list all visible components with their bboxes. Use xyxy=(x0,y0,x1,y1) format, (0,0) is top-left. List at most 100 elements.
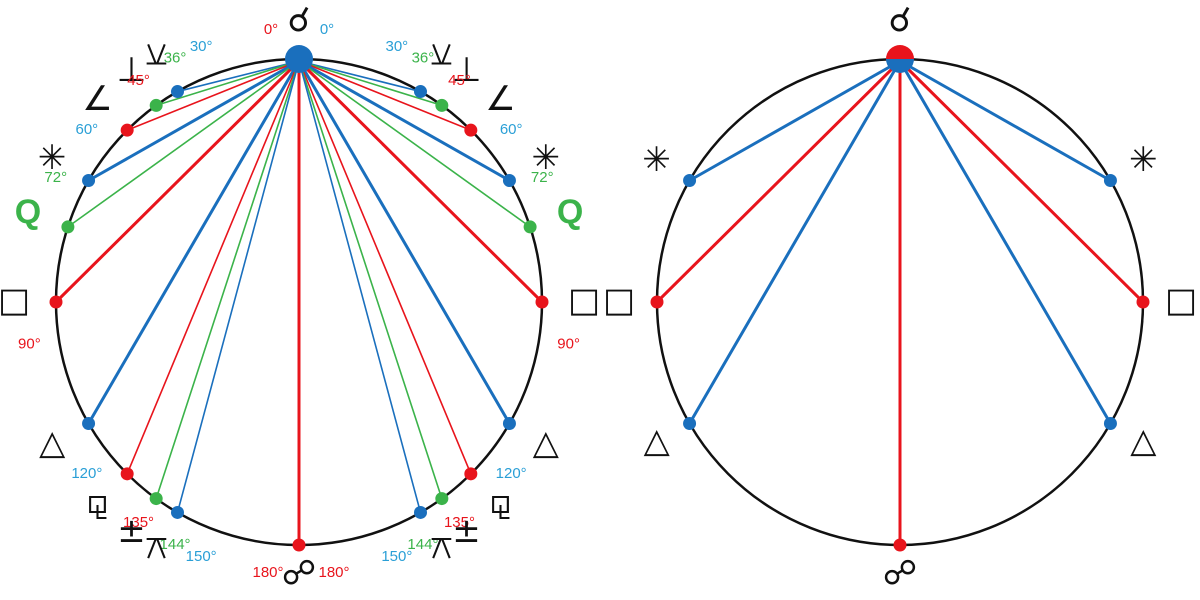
aspect-dot-144-right xyxy=(435,492,449,506)
aspect-dot-45-right xyxy=(464,123,478,137)
aspect-dot-90-left xyxy=(650,295,664,309)
trine-icon-right: △ xyxy=(1130,421,1157,461)
aspect-line-90-left xyxy=(655,59,902,304)
aspect-line-45-left xyxy=(126,60,300,131)
trine-icon-left: △ xyxy=(39,423,66,463)
decile-icon-left: ⊥ xyxy=(117,50,147,90)
aspect-line-36-left xyxy=(155,60,300,107)
angle-label-135-right: 135° xyxy=(444,514,475,531)
opposition-icon: ☍ xyxy=(282,554,316,594)
quintile-icon-right: Q xyxy=(557,193,583,231)
opposition-icon: ☍ xyxy=(883,554,917,594)
aspect-line-90-right xyxy=(898,59,1145,304)
aspect-line-144-right xyxy=(298,60,443,499)
sesquiquadrate-icon-left: ⚼ xyxy=(86,482,110,522)
aspect-dot-144-left xyxy=(149,492,163,506)
aspect-line-60-right xyxy=(298,59,511,182)
aspect-dot-36-left xyxy=(149,98,163,112)
angle-label-45-left: 45° xyxy=(127,72,150,89)
angle-label-150-left: 150° xyxy=(186,548,217,565)
square-icon-right: □ xyxy=(1165,281,1197,321)
angle-label-144-right: 144° xyxy=(407,536,438,553)
sextile-icon-left: ✳ xyxy=(38,138,67,178)
angle-label-90-left: 90° xyxy=(18,336,41,353)
angle-label-60-left: 60° xyxy=(75,121,98,138)
aspect-dot-180-right xyxy=(893,538,907,552)
sextile-icon-right: ✳ xyxy=(532,138,561,178)
conjunction-icon: ☌ xyxy=(288,1,311,41)
conjunction-icon: ☌ xyxy=(889,1,912,41)
aspect-dot-180-right xyxy=(292,538,306,552)
aspect-line-45-right xyxy=(298,60,472,131)
aspect-line-150-left xyxy=(176,60,300,513)
angle-label-90-right: 90° xyxy=(557,336,580,353)
angle-label-30-left: 30° xyxy=(190,38,213,55)
aspect-dot-120-right xyxy=(502,417,516,430)
angle-label-45-right: 45° xyxy=(448,72,471,89)
biquintile-icon-left: ± xyxy=(117,511,146,551)
semisextile-icon-right: ⚺ xyxy=(430,34,453,74)
angle-label-36-left: 36° xyxy=(164,50,187,67)
angle-label-30-right: 30° xyxy=(385,38,408,55)
opposition-label-right: 180° xyxy=(318,564,349,581)
aspect-line-36-right xyxy=(298,60,443,107)
aspect-line-120-right xyxy=(898,60,1112,425)
square-icon-left: □ xyxy=(0,281,30,321)
aspect-dot-90-left xyxy=(49,295,63,309)
right-aspect-circle: ☌✳✳□□△△☍ xyxy=(603,1,1197,594)
conjunction-label-red: 0° xyxy=(264,21,278,38)
aspect-line-60-left xyxy=(688,59,901,182)
aspect-dot-60-left xyxy=(683,174,697,187)
sextile-icon-right: ✳ xyxy=(1129,140,1158,180)
aspect-line-72-left xyxy=(67,60,300,228)
aspect-line-30-right xyxy=(298,60,421,93)
square-icon-right: □ xyxy=(568,281,600,321)
aspect-line-60-right xyxy=(899,59,1112,182)
square-icon-left: □ xyxy=(603,281,635,321)
conjunction-label-blue: 0° xyxy=(320,21,334,38)
trine-icon-right: △ xyxy=(533,423,560,463)
angle-label-150-right: 150° xyxy=(381,548,412,565)
aspect-dot-150-left xyxy=(171,505,184,519)
quintile-icon-left: Q xyxy=(15,193,41,231)
left-aspect-circle: ☌0°0°⚺30°⚺30°⊥36°⊥36°∠45°∠45°✳60°✳60°Q72… xyxy=(0,1,600,594)
aspect-dot-120-left xyxy=(683,417,697,430)
aspect-line-144-left xyxy=(155,60,300,499)
aspect-dot-60-right xyxy=(502,174,516,187)
aspect-line-90-right xyxy=(297,59,544,304)
aspect-dot-45-left xyxy=(120,123,134,137)
semisquare-icon-left: ∠ xyxy=(82,79,112,119)
aspect-dot-72-left xyxy=(61,220,75,234)
aspect-dot-60-left xyxy=(82,174,96,187)
aspect-line-120-left xyxy=(688,60,902,425)
semisextile-icon-left: ⚺ xyxy=(145,34,168,74)
aspect-dot-150-right xyxy=(414,505,427,519)
aspect-dot-30-left xyxy=(171,85,184,99)
aspect-dot-90-right xyxy=(1136,295,1150,309)
aspect-dot-90-right xyxy=(535,295,549,309)
angle-label-135-left: 135° xyxy=(123,514,154,531)
opposition-label-left: 180° xyxy=(252,564,283,581)
aspect-dot-72-right xyxy=(523,220,537,234)
decile-icon-right: ⊥ xyxy=(452,50,482,90)
angle-label-120-right: 120° xyxy=(496,465,527,482)
aspect-dot-120-right xyxy=(1103,417,1117,430)
conjunction-dot xyxy=(285,45,313,73)
sesquiquadrate-icon-right: ⚼ xyxy=(489,482,513,522)
aspect-line-60-left xyxy=(87,59,300,182)
aspect-line-135-left xyxy=(126,60,300,475)
angle-label-144-left: 144° xyxy=(160,536,191,553)
aspect-line-90-left xyxy=(54,59,301,304)
aspect-line-120-right xyxy=(297,60,511,425)
aspect-line-135-right xyxy=(298,60,472,475)
semisquare-icon-right: ∠ xyxy=(485,79,515,119)
quincunx-icon-right: ⚻ xyxy=(430,527,453,567)
aspect-dot-36-right xyxy=(435,98,449,112)
conjunction-dot-top-half xyxy=(886,45,914,59)
angle-label-72-right: 72° xyxy=(531,169,554,186)
angle-label-72-left: 72° xyxy=(44,169,67,186)
angle-label-60-right: 60° xyxy=(500,121,523,138)
sextile-icon-left: ✳ xyxy=(642,140,671,180)
conjunction-dot-bottom-half xyxy=(886,59,914,73)
